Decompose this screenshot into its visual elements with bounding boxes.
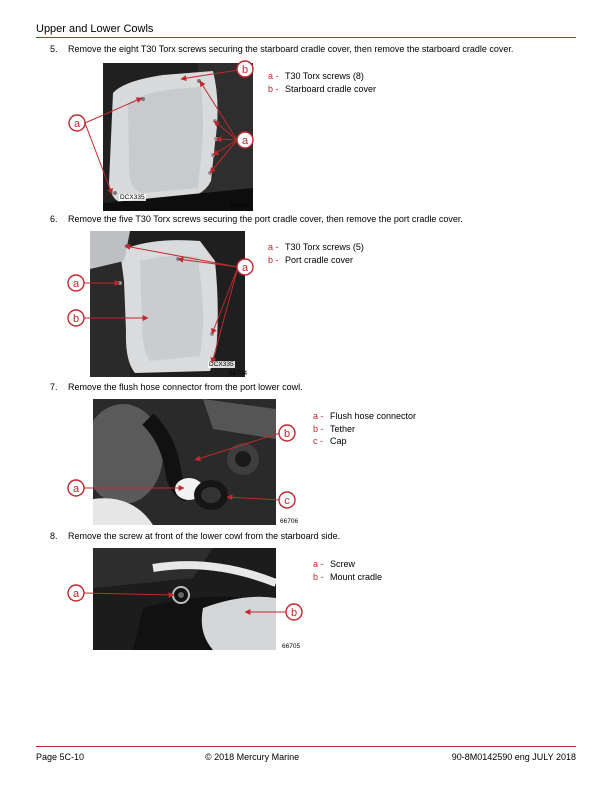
callout-a: a [73, 278, 80, 290]
legend-item: a -Flush hose connector [313, 411, 417, 421]
legend-item: c -Cap [313, 436, 347, 446]
figure-number: 66705 [282, 643, 301, 650]
callout-a: a [73, 588, 80, 600]
step-7-legend: a -Flush hose connector b -Tether c -Cap [313, 410, 416, 448]
step-number: 8. [50, 531, 58, 541]
step-6-legend: a -T30 Torx screws (5) b -Port cradle co… [268, 241, 364, 266]
photo-label: DCX335 [119, 194, 146, 201]
legend-item: a -T30 Torx screws (5) [268, 242, 364, 252]
legend-item: a -T30 Torx screws (8) [268, 71, 364, 81]
starboard-cradle-cover-photo: DCX335 [103, 63, 253, 211]
header-rule [36, 37, 576, 38]
step-number: 5. [50, 44, 58, 54]
document-number: 90-8M0142590 eng JULY 2018 [451, 752, 576, 762]
page-section-title: Upper and Lower Cowls [36, 23, 154, 35]
step-number: 6. [50, 214, 58, 224]
photo-label: DCX335 [208, 361, 235, 368]
callout-b: b [284, 428, 290, 440]
step-text: Remove the five T30 Torx screws securing… [68, 214, 463, 224]
port-cradle-cover-photo: DCX335 [90, 231, 245, 377]
page-number: Page 5C-10 [36, 752, 85, 762]
callout-a: a [74, 118, 81, 130]
figure-number: 66698 [230, 202, 249, 209]
callout-b: b [291, 607, 297, 619]
copyright: © 2018 Mercury Marine [205, 752, 300, 762]
step-7-instruction: 7. Remove the flush hose connector from t… [50, 382, 303, 392]
figure-number: 66706 [280, 518, 299, 525]
legend-item: a -Screw [313, 559, 356, 569]
step-text: Remove the eight T30 Torx screws securin… [68, 44, 514, 54]
step-8-instruction: 8. Remove the screw at front of the lower… [50, 531, 340, 541]
step-text: Remove the flush hose connector from the… [68, 382, 303, 392]
figure-number: 66704 [229, 370, 248, 377]
footer-rule [36, 746, 576, 747]
legend-item: b -Tether [313, 423, 356, 434]
callout-a: a [73, 483, 80, 495]
step-number: 7. [50, 382, 58, 392]
mount-cradle-photo [93, 548, 276, 650]
callout-c: c [284, 495, 290, 507]
flush-hose-connector-photo [93, 399, 276, 525]
legend-item: b -Starboard cradle cover [268, 83, 377, 94]
step-8-legend: a -Screw b -Mount cradle [313, 558, 382, 583]
legend-item: b -Mount cradle [313, 571, 383, 582]
legend-item: b -Port cradle cover [268, 254, 354, 265]
step-6-instruction: 6. Remove the five T30 Torx screws securi… [50, 214, 463, 224]
step-text: Remove the screw at front of the lower c… [68, 531, 341, 541]
callout-b: b [73, 313, 79, 325]
step-5-instruction: 5. Remove the eight T30 Torx screws secur… [50, 44, 513, 54]
step-5-legend: a -T30 Torx screws (8) b -Starboard crad… [268, 70, 376, 95]
